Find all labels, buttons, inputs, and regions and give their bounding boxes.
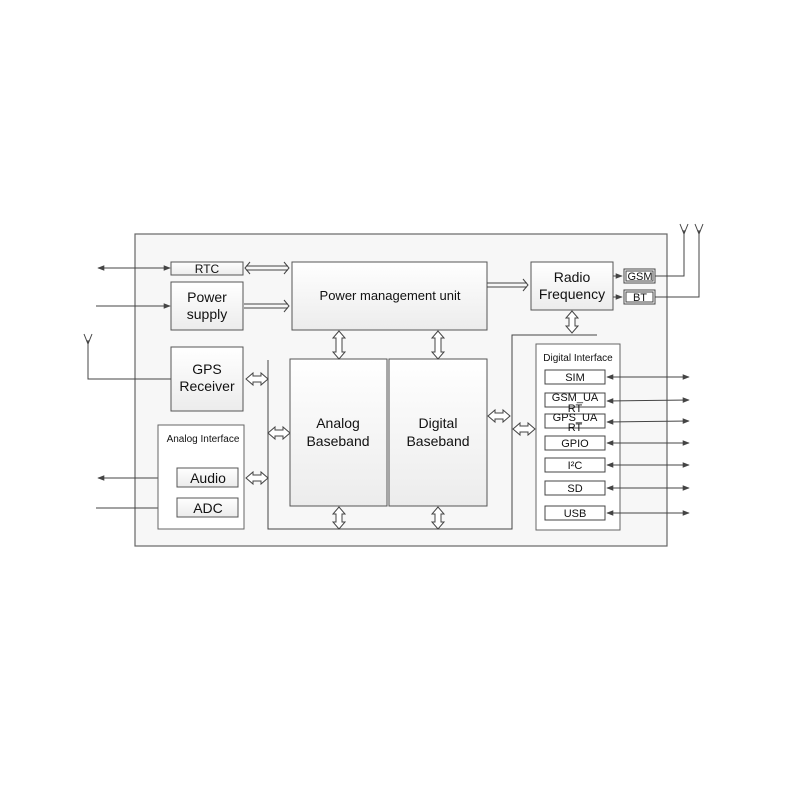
usb-label: USB <box>564 508 587 520</box>
analog-baseband-block <box>289 358 388 507</box>
digital-baseband-label-line1: Digital <box>419 415 458 431</box>
rtc-block <box>170 261 244 276</box>
radio-frequency-label-line1: Radio <box>554 269 591 285</box>
analog-interface-label: Analog Interface <box>167 434 240 445</box>
gpio-block <box>544 435 606 451</box>
gps-receiver-block <box>170 346 244 412</box>
pmu-block <box>291 261 488 331</box>
sim-label: SIM <box>565 372 585 384</box>
i2c-label: I²C <box>568 460 583 472</box>
gsm-uart-label-line2: RT <box>568 403 583 415</box>
rtc-label: RTC <box>195 262 220 276</box>
gsm-uart-label-line1: GSM_UA <box>552 392 599 404</box>
audio-label: Audio <box>190 470 226 486</box>
gps-receiver-label-line1: GPS <box>192 361 222 377</box>
gsm-uart-external-arrow <box>606 397 690 404</box>
power-supply-pmu-connector <box>244 299 290 313</box>
gps-uart-label-line2: RT <box>568 422 583 434</box>
gps-uart-label-line1: GPS_UA <box>553 412 598 424</box>
sd-label: SD <box>567 483 582 495</box>
digital-baseband-label-line2: Baseband <box>406 433 469 449</box>
gps-uart-external-arrow <box>606 418 690 425</box>
gsm-antenna-icon <box>655 223 689 277</box>
audio-bus-connector <box>245 470 269 486</box>
bt-antenna-icon <box>655 223 704 298</box>
gps-receiver-label-line2: Receiver <box>179 378 235 394</box>
radio-frequency-block <box>530 261 614 311</box>
usb-block <box>544 505 606 521</box>
adc-label: ADC <box>193 500 223 516</box>
i2c-block <box>544 457 606 473</box>
sd-block <box>544 480 606 496</box>
gps-antenna-icon <box>83 333 171 380</box>
gps-uart-block <box>544 413 606 429</box>
power-supply-block <box>170 281 244 331</box>
gsm-block-inner <box>625 270 654 282</box>
bt-block-inner <box>625 291 654 303</box>
audio-block <box>176 467 239 488</box>
bus-digital-interface-connector <box>512 421 536 437</box>
pmu-label: Power management unit <box>320 288 461 303</box>
analog-baseband-bus-connector <box>331 506 347 530</box>
gpio-label: GPIO <box>561 438 589 450</box>
digital-baseband-right-bus-connector <box>487 408 511 424</box>
rtc-pmu-connector <box>244 261 290 275</box>
adc-block <box>176 497 239 518</box>
digital-baseband-bus-connector <box>430 506 446 530</box>
digital-baseband-block <box>388 358 488 507</box>
power-supply-label-line2: supply <box>187 306 227 322</box>
rf-bus-connector <box>564 310 580 334</box>
pmu-digital-baseband-connector <box>430 330 446 360</box>
pmu-analog-baseband-connector <box>331 330 347 360</box>
internal-bus <box>267 334 597 530</box>
gps-bus-connector <box>245 371 269 387</box>
analog-baseband-label-line1: Analog <box>316 415 360 431</box>
sim-block <box>544 369 606 385</box>
pmu-rf-connector <box>487 278 529 292</box>
analog-baseband-label-line2: Baseband <box>306 433 369 449</box>
bt-label: BT <box>633 292 647 304</box>
gsm-uart-block <box>544 392 606 408</box>
gsm-label: GSM <box>627 271 652 283</box>
digital-interface-label: Digital Interface <box>543 353 613 364</box>
radio-frequency-label-line2: Frequency <box>539 286 605 302</box>
power-supply-label-line1: Power <box>187 289 227 305</box>
